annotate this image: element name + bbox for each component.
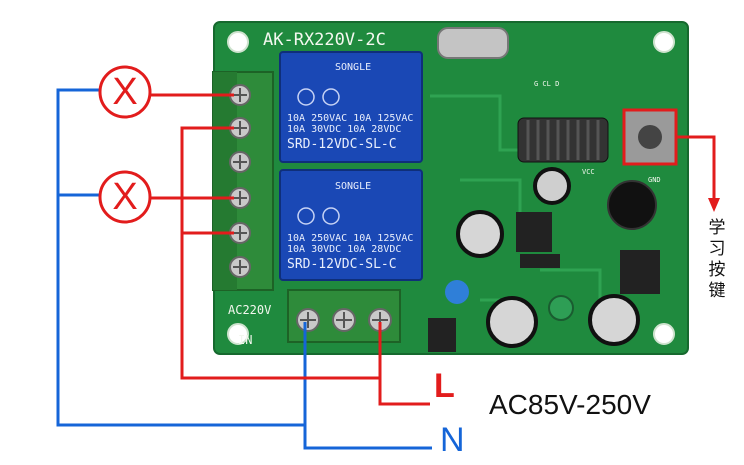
relay-1-brand: SONGLE	[335, 62, 372, 73]
inductor	[607, 180, 657, 230]
input-silkscreen: IN	[238, 333, 253, 347]
ic-chip	[520, 254, 560, 268]
neutral-wire-lamps	[56, 88, 305, 427]
varistor	[445, 280, 469, 304]
lamp-2-symbol: X	[112, 176, 138, 218]
learn-arrow-head	[708, 198, 720, 212]
output-terminal-block	[212, 71, 274, 291]
relay-1-part: SRD-12VDC-SL-C	[287, 137, 397, 152]
mounting-hole	[653, 323, 675, 345]
vcc-silkscreen: VCC	[582, 168, 595, 176]
wires	[56, 88, 720, 450]
neutral-label: N	[440, 421, 465, 459]
lamp-2-circle	[98, 170, 152, 224]
relay-1-rating-2: 10A 30VDC 10A 28VDC	[287, 124, 402, 135]
antenna-coil	[517, 117, 609, 163]
learn-button-label: 学习按键	[708, 218, 726, 301]
live-label: L	[434, 367, 455, 405]
capacitor	[533, 167, 571, 205]
ic-chip	[428, 318, 456, 352]
line-wire	[378, 322, 430, 406]
voltage-range-label: AC85V-250V	[489, 389, 651, 420]
ic-chip	[620, 250, 660, 294]
input-voltage-silkscreen: AC220V	[228, 303, 272, 317]
lamp-1-circle	[98, 65, 152, 119]
capacitor	[486, 296, 538, 348]
relay-2	[279, 169, 423, 281]
capacitor	[456, 210, 504, 258]
common-wire	[180, 126, 380, 380]
mounting-hole	[227, 323, 249, 345]
inductor	[548, 295, 574, 321]
relay-1-rating-1: 10A 250VAC 10A 125VAC	[287, 113, 414, 124]
learn-arrow-line	[676, 135, 716, 200]
relay-1	[279, 51, 423, 163]
mounting-hole	[227, 31, 249, 53]
ic-chip	[516, 212, 552, 252]
mounting-hole	[653, 31, 675, 53]
crystal-oscillator	[437, 27, 509, 59]
relay-2-brand: SONGLE	[335, 181, 372, 192]
capacitor	[588, 294, 640, 346]
cld-silkscreen: G CL D	[534, 80, 560, 88]
relay-2-rating-2: 10A 30VDC 10A 28VDC	[287, 244, 402, 255]
learn-button[interactable]	[622, 108, 678, 166]
gnd-silkscreen: GND	[648, 176, 661, 184]
relay-2-rating-1: 10A 250VAC 10A 125VAC	[287, 233, 414, 244]
neutral-wire-input	[303, 322, 432, 450]
relay-2-part: SRD-12VDC-SL-C	[287, 257, 397, 272]
board-model-label: AK-RX220V-2C	[263, 30, 386, 50]
lamp-1-symbol: X	[112, 71, 138, 113]
